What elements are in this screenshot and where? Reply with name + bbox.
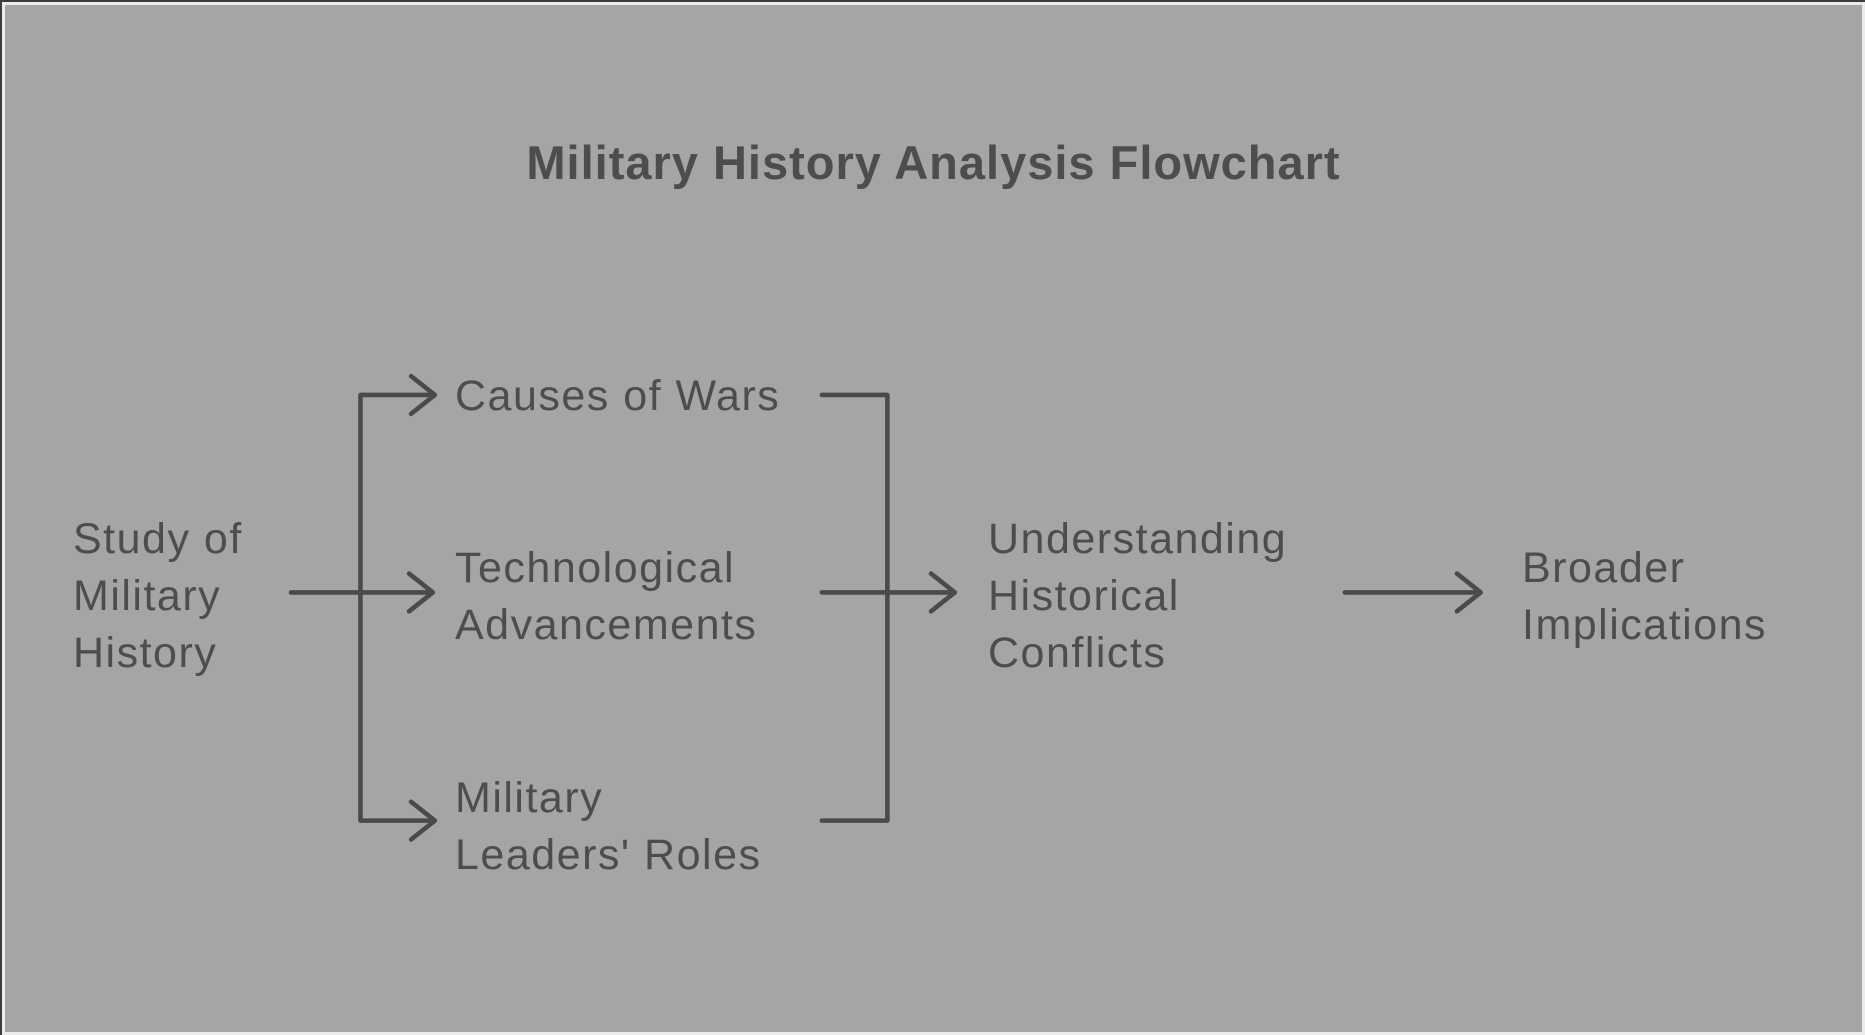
- edge-merge-bracket: [819, 392, 890, 823]
- node-causes-of-wars: Causes of Wars: [455, 372, 781, 420]
- node-study-of-military-history: Study of Military History: [73, 515, 243, 677]
- arrowhead-tech: [406, 571, 436, 614]
- node-technological-advancements: Technological Advancements: [455, 544, 758, 649]
- edges-layer: [288, 373, 1484, 842]
- arrowhead-broader: [1454, 571, 1484, 614]
- diagram-title: Military History Analysis Flowchart: [526, 136, 1341, 189]
- arrowhead-leaders: [408, 799, 438, 842]
- arrowhead-understanding: [928, 571, 958, 614]
- arrowhead-causes: [408, 373, 438, 417]
- node-broader-implications: Broader Implications: [1522, 544, 1768, 649]
- edge-split-bracket: [358, 392, 432, 823]
- node-understanding-historical-conflicts: Understanding Historical Conflicts: [988, 515, 1288, 677]
- node-military-leaders-roles: Military Leaders' Roles: [455, 774, 762, 879]
